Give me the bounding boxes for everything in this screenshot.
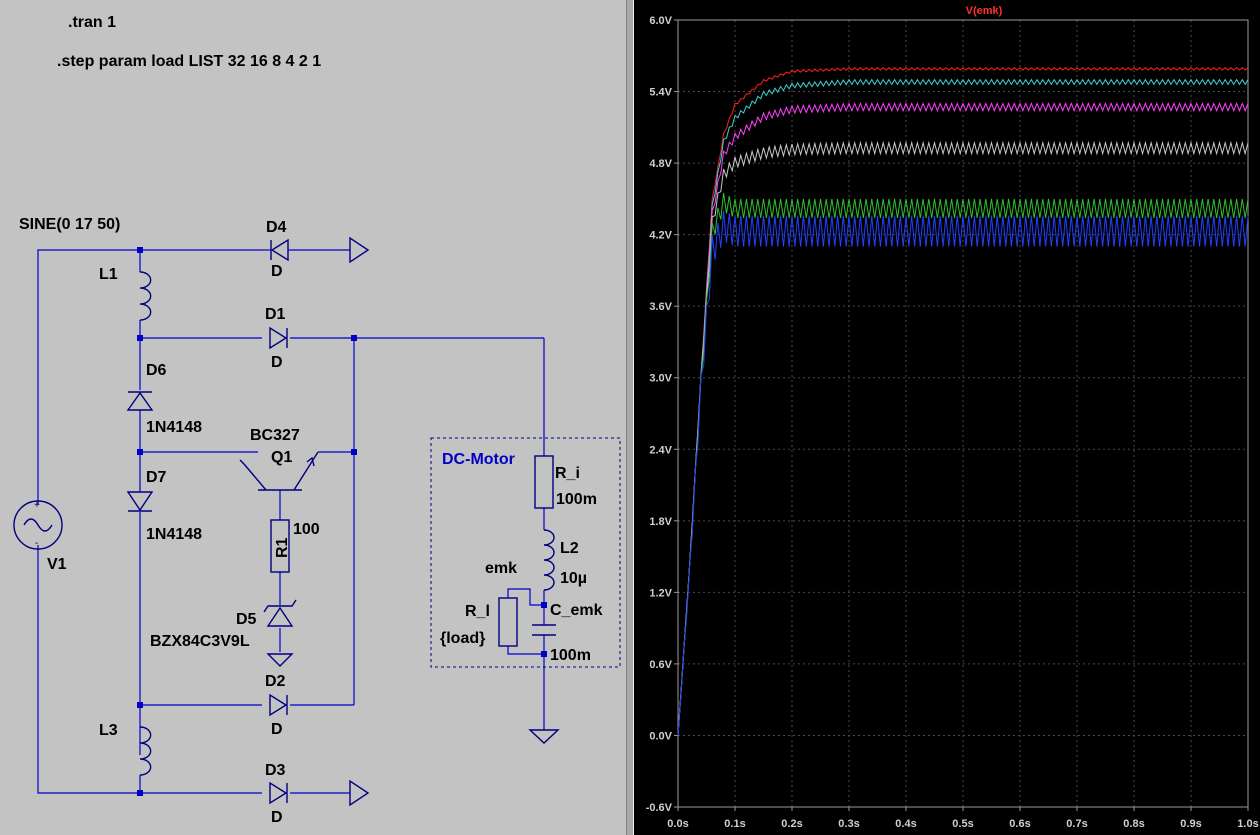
plot-canvas[interactable]: V(emk) -0.6V 0.0V 0.6V 1.2V 1.8V 2.4V 3.0V 3.6V… <box>634 0 1260 835</box>
zener-diode-d5[interactable] <box>263 599 297 627</box>
plot-traces <box>677 67 1249 736</box>
trace-series-4[interactable] <box>677 140 1249 736</box>
plot-axes: -0.6V 0.0V 0.6V 1.2V 1.8V 2.4V 3.0V 3.6V 4.2V 4.8… <box>646 15 1259 830</box>
x-tick-label: 0.9s <box>1180 818 1201 830</box>
y-tick-label: 6.0V <box>649 15 672 27</box>
d4-name-label: D4 <box>266 219 287 236</box>
d6-name-label: D6 <box>146 362 167 379</box>
x-tick-label: 0.8s <box>1123 818 1144 830</box>
d1-model-label: D <box>271 354 283 371</box>
directive-step[interactable]: .step param load LIST 32 16 8 4 2 1 <box>57 53 321 70</box>
y-tick-label: 4.8V <box>649 158 672 170</box>
d2-model-label: D <box>271 721 283 738</box>
waveform-viewer[interactable]: V(emk) -0.6V 0.0V 0.6V 1.2V 1.8V 2.4V 3.0V 3.6V… <box>634 0 1260 835</box>
dc-motor-box[interactable] <box>430 437 621 668</box>
x-tick-label: 0.6s <box>1009 818 1030 830</box>
x-tick-label: 0.4s <box>895 818 916 830</box>
diode-d1[interactable] <box>269 326 288 350</box>
r-l-value-label: {load} <box>440 630 485 647</box>
r1-value-label: 100 <box>293 521 320 538</box>
ground-arrow-d4 <box>349 236 370 264</box>
capacitor-c-emk[interactable] <box>532 624 556 636</box>
trace-series-5[interactable] <box>677 192 1249 736</box>
d7-name-label: D7 <box>146 469 167 486</box>
diode-d2[interactable] <box>269 693 288 717</box>
x-tick-label: 0.3s <box>838 818 859 830</box>
d7-model-label: 1N4148 <box>146 526 202 543</box>
y-tick-label: 1.8V <box>649 516 672 528</box>
dc-motor-label: DC-Motor <box>442 451 515 468</box>
d1-name-label: D1 <box>265 306 286 323</box>
schematic-canvas[interactable]: .tran 1 .step param load LIST 32 16 8 4 … <box>0 0 626 835</box>
d4-model-label: D <box>271 263 283 280</box>
l2-name-label: L2 <box>560 540 579 557</box>
resistor-r1[interactable] <box>270 519 290 573</box>
r-i-name-label: R_i <box>555 465 580 482</box>
plot-grid <box>678 20 1248 807</box>
r1-name-label: R1 <box>274 537 291 558</box>
plot-frame <box>677 19 1249 808</box>
x-tick-label: 0.7s <box>1066 818 1087 830</box>
y-tick-label: 3.6V <box>649 301 672 313</box>
ground-d5 <box>266 653 294 667</box>
l2-value-label: 10µ <box>560 570 587 587</box>
trace-series-1[interactable] <box>677 67 1249 736</box>
wires <box>37 249 545 794</box>
plot-trace-label[interactable]: V(emk) <box>966 5 1003 17</box>
q1-name-label: Q1 <box>271 449 292 466</box>
directive-tran[interactable]: .tran 1 <box>68 14 116 31</box>
diode-d6[interactable] <box>126 391 154 411</box>
diode-d3[interactable] <box>269 781 288 805</box>
diode-d7[interactable] <box>126 491 154 512</box>
y-tick-label: 1.2V <box>649 587 672 599</box>
svg-text:-: - <box>35 538 38 549</box>
x-tick-label: 0.2s <box>781 818 802 830</box>
resistor-r-l[interactable] <box>498 597 518 647</box>
pane-splitter[interactable] <box>626 0 634 835</box>
d5-model-label: BZX84C3V9L <box>150 633 250 650</box>
d2-name-label: D2 <box>265 673 286 690</box>
d3-model-label: D <box>271 809 283 826</box>
svg-text:+: + <box>34 500 40 511</box>
voltage-source-v1[interactable]: + - <box>13 500 63 550</box>
schematic-editor[interactable]: .tran 1 .step param load LIST 32 16 8 4 … <box>0 0 626 835</box>
trace-series-3[interactable] <box>677 102 1249 736</box>
x-tick-label: 1.0s <box>1237 818 1258 830</box>
ground-main <box>528 729 560 744</box>
y-tick-label: 5.4V <box>649 87 672 99</box>
x-tick-label: 0.5s <box>952 818 973 830</box>
d6-model-label: 1N4148 <box>146 419 202 436</box>
y-tick-label: 3.0V <box>649 373 672 385</box>
v1-value-label: SINE(0 17 50) <box>19 216 120 233</box>
q1-model-label: BC327 <box>250 427 300 444</box>
x-tick-label: 0.0s <box>667 818 688 830</box>
diode-d4[interactable] <box>262 238 290 262</box>
x-tick-label: 0.1s <box>724 818 745 830</box>
inductor-l1[interactable] <box>139 271 152 321</box>
c-emk-name-label: C_emk <box>550 602 603 619</box>
c-emk-value-label: 100m <box>550 647 591 664</box>
v1-name-label: V1 <box>47 556 67 573</box>
ground-arrow-d3 <box>349 779 370 807</box>
resistor-r-i[interactable] <box>534 455 554 509</box>
transistor-q1[interactable] <box>239 451 319 491</box>
y-tick-label: 4.2V <box>649 230 672 242</box>
l1-label: L1 <box>99 266 118 283</box>
junction-dots <box>137 247 547 796</box>
r-i-value-label: 100m <box>556 491 597 508</box>
y-tick-label: 0.0V <box>649 730 672 742</box>
r-l-name-label: R_l <box>465 603 490 620</box>
d5-name-label: D5 <box>236 611 257 628</box>
trace-series-6[interactable] <box>677 210 1249 736</box>
inductor-l2[interactable] <box>543 529 555 591</box>
y-tick-label: 2.4V <box>649 444 672 456</box>
inductor-l3[interactable] <box>139 726 152 776</box>
l3-label: L3 <box>99 722 118 739</box>
trace-series-2[interactable] <box>677 78 1249 736</box>
emk-net-label[interactable]: emk <box>485 560 517 577</box>
y-tick-label: -0.6V <box>646 802 673 814</box>
y-tick-label: 0.6V <box>649 659 672 671</box>
d3-name-label: D3 <box>265 762 286 779</box>
